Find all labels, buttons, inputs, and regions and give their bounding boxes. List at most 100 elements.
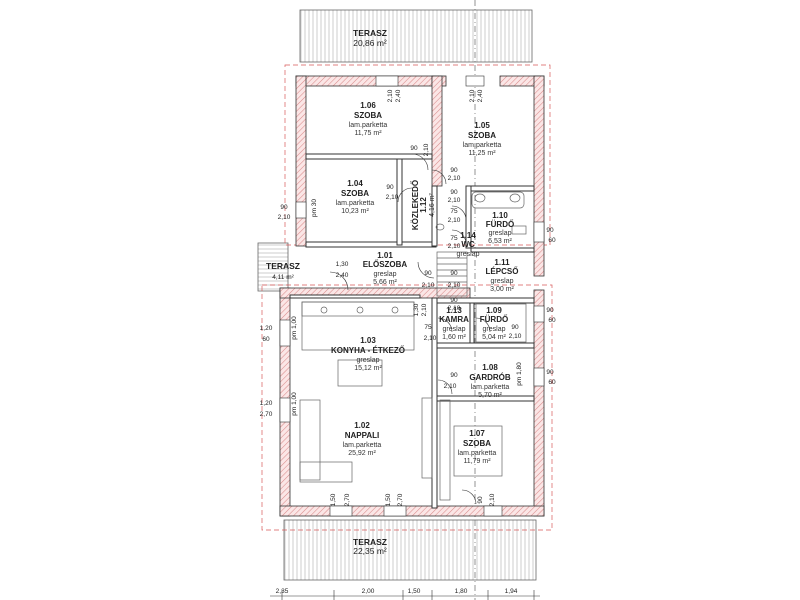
room-1-12-id: 1.12 [419, 197, 428, 213]
dim-label: 90 [410, 145, 418, 152]
room-1-01-area: 5,66 m² [373, 279, 397, 286]
room-1-04-floor: lam.parketta [336, 200, 375, 207]
room-1-04-name: SZOBA [341, 189, 369, 198]
room-1-02-area: 25,92 m² [348, 450, 376, 457]
bed-107 [453, 425, 503, 477]
interior-walls [289, 153, 535, 509]
room-1-03-floor: greslap [357, 357, 380, 364]
dim-label: 75 [450, 208, 458, 215]
room-1-12-name: KÖZLEKEDŐ [411, 180, 420, 230]
dim-label: 2,10 [448, 305, 461, 312]
wardrobe-107 [439, 399, 451, 501]
terrace-north-title: TERASZ [353, 28, 387, 38]
dim-label: 90 [450, 297, 458, 304]
terrace-west-title: TERASZ [266, 261, 300, 271]
room-1-06-floor: lam.parketta [349, 122, 388, 129]
bottom-dim-label: 2,00 [362, 588, 375, 595]
dim-label: 90 [477, 496, 484, 504]
terrace-north [299, 9, 533, 63]
room-1-06-name: SZOBA [354, 111, 382, 120]
dim-label: 1,20 [260, 400, 273, 407]
windows [279, 75, 545, 517]
room-1-08-id: 1.08 [482, 363, 498, 372]
dim-label: 90 [450, 372, 458, 379]
room-1-04-id: 1.04 [347, 179, 363, 188]
fixtures [299, 191, 527, 501]
dim-label: 90 [546, 369, 554, 376]
dim-label: 90 [386, 184, 394, 191]
dim-label: 2,10 [448, 243, 461, 250]
room-1-03-name: KONYHA - ÉTKEZŐ [331, 346, 405, 355]
dim-label: 90 [546, 227, 554, 234]
dim-label: 2,10 [448, 197, 461, 204]
room-1-08-area: 5,70 m² [478, 392, 502, 399]
bottom-dim-label: 1,50 [408, 588, 421, 595]
dim-label: 2,10 [509, 333, 522, 340]
dim-label: 90 [450, 167, 458, 174]
room-1-05-area: 11,25 m² [468, 150, 496, 157]
bottom-dimension-line: 2,35 2,00 1,50 1,80 1,94 [270, 588, 540, 600]
dim-label: 90 [280, 204, 288, 211]
room-1-05-id: 1.05 [474, 121, 490, 130]
stairs-111 [436, 251, 468, 297]
dim-label: 2,10 [448, 217, 461, 224]
terrace-west [257, 242, 289, 292]
dim-label: 2,10 [489, 493, 496, 506]
dim-label: 75 [450, 235, 458, 242]
room-1-13-floor: greslap [443, 326, 466, 333]
room-1-13-name: KAMRA [439, 315, 469, 324]
dim-label: 2,40 [395, 89, 402, 102]
opening-dimensions: 2,10 2,40 2,10 2,40 90 2,10 90 2,10 90 2… [260, 89, 556, 506]
room-1-01-floor: greslap [374, 271, 397, 278]
dim-label: 2,10 [469, 89, 476, 102]
terrace-west-area: 4,11 m² [272, 274, 294, 281]
room-1-11-id: 1.11 [494, 258, 510, 267]
bottom-dim-label: 1,80 [455, 588, 468, 595]
dim-label: 2,10 [444, 383, 457, 390]
room-1-01-id: 1.01 [377, 251, 393, 260]
room-1-07-name: SZOBA [463, 439, 491, 448]
room-1-07-floor: lam.parketta [458, 450, 497, 457]
dim-label: 60 [548, 317, 556, 324]
room-1-07-id: 1.07 [469, 429, 485, 438]
room-1-13-area: 1,60 m² [442, 334, 466, 341]
bathtub-110 [471, 191, 525, 209]
dim-label: 2,70 [397, 493, 404, 506]
room-labels: 1.06 SZOBA lam.parketta 11,75 m² 1.05 SZ… [331, 101, 518, 465]
terrace-south-area: 22,35 m² [353, 546, 387, 556]
dim-label: 90 [450, 270, 458, 277]
dim-label: 2,40 [477, 89, 484, 102]
room-1-09-name: FÜRDŐ [480, 315, 508, 324]
room-1-01-name: ELŐSZOBA [363, 260, 408, 269]
room-1-02-id: 1.02 [354, 421, 370, 430]
dim-label: 90 [450, 189, 458, 196]
dim-label: 1,50 [385, 493, 392, 506]
dim-label: 1,50 [330, 493, 337, 506]
room-1-03-area: 15,12 m² [354, 365, 382, 372]
room-1-07-area: 11,79 m² [463, 458, 491, 465]
room-1-14-id: 1.14 [460, 231, 476, 240]
dim-label: 2,10 [386, 194, 399, 201]
dim-label: 60 [548, 237, 556, 244]
dim-label: 2,10 [423, 143, 430, 156]
tv-unit [421, 397, 433, 479]
room-1-11-name: LÉPCSŐ [486, 267, 519, 276]
room-1-10-id: 1.10 [492, 211, 508, 220]
dim-label: 90 [511, 324, 519, 331]
room-1-11-floor: greslap [491, 278, 514, 285]
dim-label: 2,10 [387, 89, 394, 102]
dim-label: 1,20 [260, 325, 273, 332]
dim-label: 2,40 [336, 272, 349, 279]
room-1-05-floor: lam.parketta [463, 142, 502, 149]
room-1-10-floor: greslap [489, 230, 512, 237]
dim-label: pm 30 [311, 199, 318, 217]
sofa [299, 399, 321, 481]
bottom-dim-label: 2,35 [276, 588, 289, 595]
dim-label: pm 1,00 [291, 392, 298, 416]
room-1-08-floor: lam.parketta [471, 384, 510, 391]
room-1-11-area: 3,00 m² [490, 286, 514, 293]
room-1-03-id: 1.03 [360, 336, 376, 345]
room-1-14-floor: greslap [457, 251, 480, 258]
room-1-06-area: 11,75 m² [354, 130, 382, 137]
dim-label: 2,10 [424, 335, 437, 342]
